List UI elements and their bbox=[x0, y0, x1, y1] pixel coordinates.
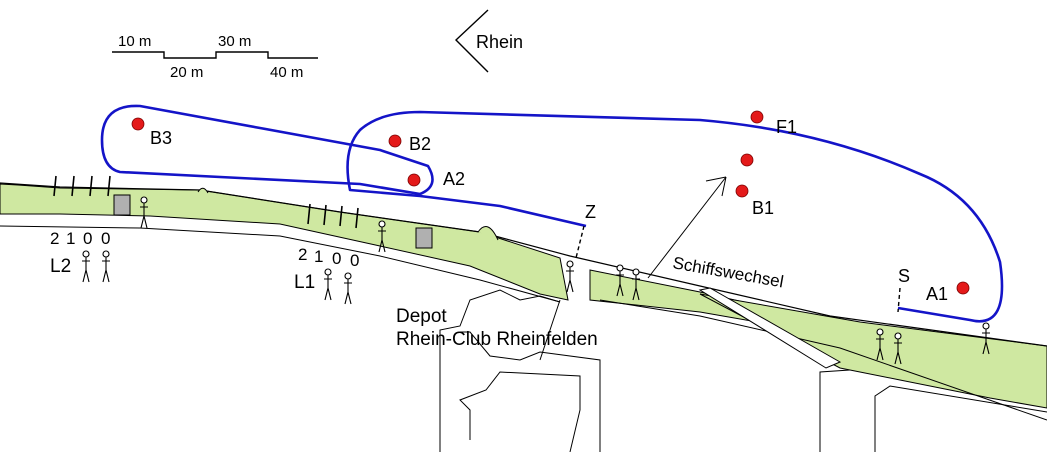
l1-distance: 1 bbox=[314, 247, 323, 266]
fence-posts bbox=[53, 175, 359, 229]
buoy-a1-label: A1 bbox=[926, 284, 948, 304]
scale-bar-line bbox=[112, 51, 318, 59]
l1-distance: 2 bbox=[298, 245, 307, 264]
bank-bump bbox=[197, 187, 209, 194]
l2-distance: 0 bbox=[83, 229, 92, 248]
buildings bbox=[439, 289, 1047, 452]
bank-bump bbox=[477, 226, 499, 241]
person-icon bbox=[566, 260, 574, 293]
exchange-label: Schiffswechsel bbox=[671, 253, 785, 291]
person-icon bbox=[140, 196, 148, 229]
ramp bbox=[698, 287, 842, 369]
buoy-b2: B2 bbox=[388, 134, 431, 154]
exchange-arrow: Schiffswechsel bbox=[647, 176, 785, 291]
person-icon bbox=[82, 250, 90, 283]
buoy-b3-label: B3 bbox=[150, 128, 172, 148]
l2-distance: 1 bbox=[66, 229, 75, 248]
scale-label-40: 40 m bbox=[270, 64, 303, 81]
person-icon bbox=[894, 332, 902, 365]
person-icon bbox=[982, 322, 990, 355]
river-label: Rhein bbox=[476, 32, 523, 52]
buoy-b2-label: B2 bbox=[409, 134, 431, 154]
buoy-unlabeled bbox=[740, 153, 754, 167]
buoy-a2: A2 bbox=[407, 169, 465, 189]
people bbox=[82, 196, 990, 365]
buoys: B3 B2 A2 F1 B1 A1 bbox=[131, 110, 970, 304]
depot-label: Depot bbox=[396, 306, 447, 327]
buoy-f1-label: F1 bbox=[776, 117, 797, 137]
start-marker-s-label: S bbox=[898, 266, 910, 286]
l1-label: L1 bbox=[294, 272, 315, 293]
landing-l2: 2 1 0 0 L2 bbox=[50, 229, 110, 277]
person-icon bbox=[102, 250, 110, 283]
l1-distance: 0 bbox=[332, 249, 341, 268]
l2-label: L2 bbox=[50, 256, 71, 277]
river-direction-chevron-icon bbox=[454, 9, 489, 73]
buoy-a1: A1 bbox=[926, 281, 970, 304]
person-icon bbox=[876, 328, 884, 361]
depot-club-label: Rhein-Club Rheinfelden bbox=[396, 329, 598, 350]
river-direction: Rhein bbox=[454, 9, 523, 73]
landing-l1: 2 1 0 0 L1 bbox=[294, 245, 359, 293]
scale-label-30: 30 m bbox=[218, 33, 251, 50]
l2-distance: 0 bbox=[101, 229, 110, 248]
storage-box bbox=[113, 194, 131, 216]
scale-label-10: 10 m bbox=[118, 33, 151, 50]
buoy-b1: B1 bbox=[735, 184, 774, 218]
person-icon bbox=[344, 272, 352, 305]
person-icon bbox=[378, 220, 386, 253]
start-marker-z-label: Z bbox=[585, 202, 596, 222]
scale-label-20: 20 m bbox=[170, 64, 203, 81]
buoy-b3: B3 bbox=[131, 117, 172, 148]
person-icon bbox=[632, 268, 640, 301]
buoy-b1-label: B1 bbox=[752, 198, 774, 218]
buoy-f1: F1 bbox=[750, 110, 797, 137]
depot: Depot Rhein-Club Rheinfelden bbox=[396, 306, 598, 350]
course-loop-west bbox=[100, 104, 434, 196]
storage-box bbox=[415, 227, 433, 249]
person-icon bbox=[324, 268, 332, 301]
l1-distance: 0 bbox=[350, 251, 359, 270]
road-edge bbox=[0, 225, 561, 303]
riverbank bbox=[0, 182, 1047, 421]
start-marker-z: Z bbox=[575, 202, 596, 259]
start-marker-s: S bbox=[897, 266, 910, 313]
scale-bar: 10 m 30 m 20 m 40 m bbox=[112, 33, 318, 81]
course-loop-east bbox=[346, 110, 1004, 323]
person-icon bbox=[616, 264, 624, 297]
course-route bbox=[100, 104, 1004, 323]
buoy-a2-label: A2 bbox=[443, 169, 465, 189]
l2-distance: 2 bbox=[50, 229, 59, 248]
grass-strip-east bbox=[699, 293, 1047, 409]
